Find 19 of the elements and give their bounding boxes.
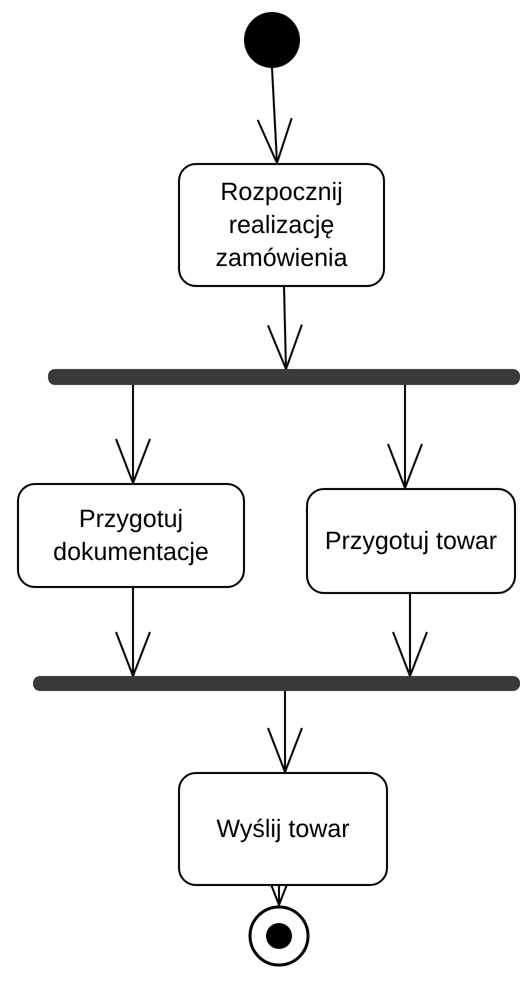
arrow	[115, 385, 151, 484]
arrow	[392, 594, 428, 677]
action-box	[17, 483, 245, 588]
action-label: Przygotuj towar	[324, 526, 498, 556]
arrow	[256, 68, 293, 164]
initial-node	[244, 12, 300, 68]
action-label: Przygotuj dokumentacje	[52, 504, 210, 568]
final-node	[248, 905, 310, 967]
action-box	[178, 772, 388, 886]
synchronization-bar	[33, 676, 520, 691]
action-box	[178, 163, 385, 287]
arrow	[267, 691, 303, 773]
synchronization-bar	[48, 369, 520, 385]
action-box	[306, 488, 516, 594]
arrow	[387, 385, 423, 489]
action-label: Rozpocznij realizację zamówienia	[214, 176, 348, 274]
arrow	[266, 286, 303, 370]
arrow	[115, 588, 151, 677]
action-label: Wyślij towar	[216, 814, 350, 844]
